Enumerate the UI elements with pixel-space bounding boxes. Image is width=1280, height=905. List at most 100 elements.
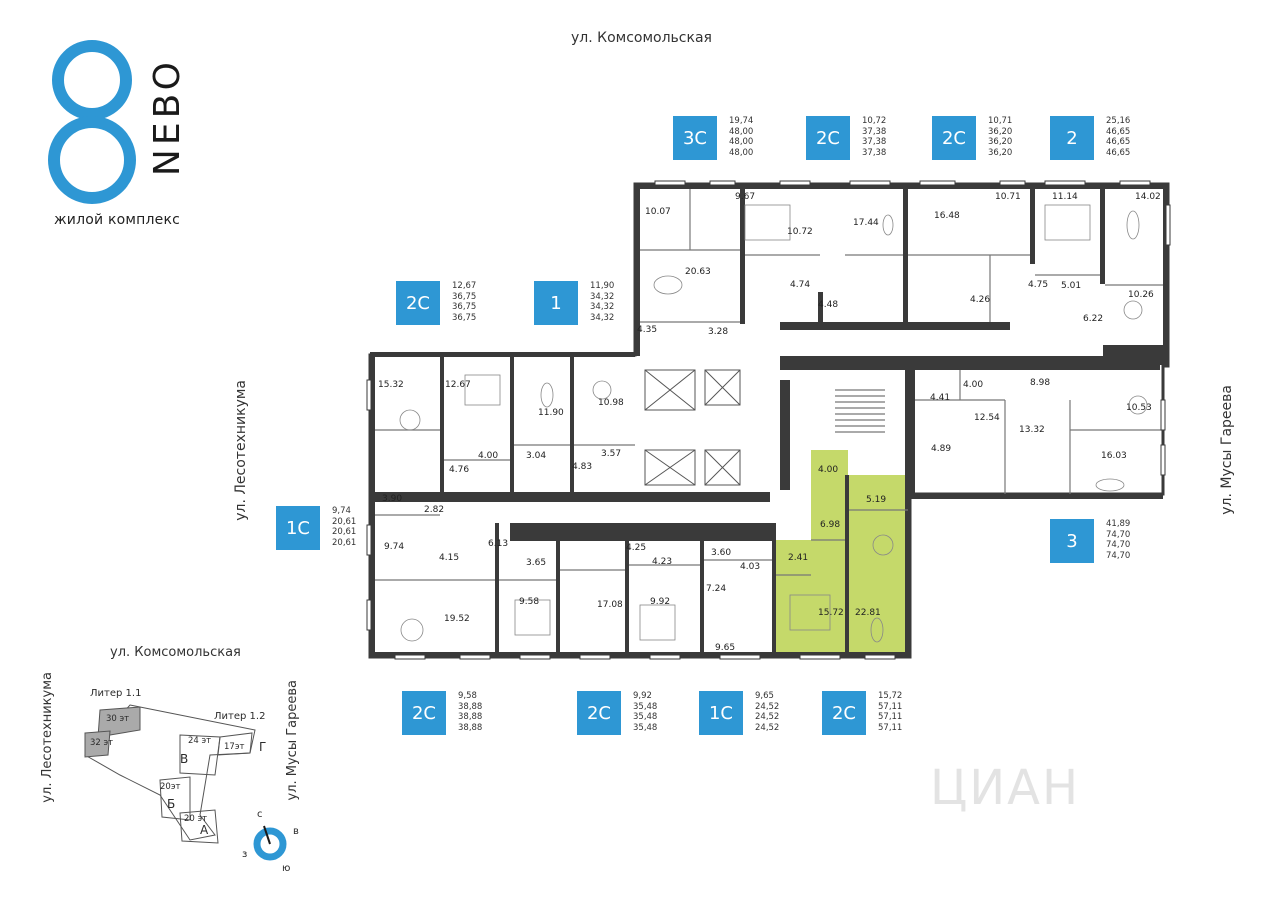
room-area-label: 9.65 xyxy=(715,643,736,653)
room-area-label: 15.32 xyxy=(378,380,404,390)
room-area-label: 4.00 xyxy=(818,465,839,475)
room-area-label: 17.08 xyxy=(597,600,623,610)
room-area-label: 12.54 xyxy=(974,413,1000,423)
apartment-badge[interactable]: 2С xyxy=(402,691,446,735)
sitemap-street-top: ул. Комсомольская xyxy=(110,645,241,660)
apartment-badge[interactable]: 2 xyxy=(1050,116,1094,160)
room-area-label: 11.90 xyxy=(538,408,564,418)
room-area-label: 6.22 xyxy=(1083,314,1104,324)
room-area-label: 3.57 xyxy=(601,449,622,459)
room-area-label: 2.82 xyxy=(424,505,445,515)
room-area-label: 4.35 xyxy=(637,325,658,335)
room-area-label: 4.75 xyxy=(1028,280,1049,290)
apartment-badge[interactable]: 3 xyxy=(1050,519,1094,563)
logo-eight-icon xyxy=(48,40,136,204)
floor-label: 30 эт xyxy=(106,714,130,724)
room-area-label: 17.44 xyxy=(853,218,879,228)
sitemap-street-right: ул. Мусы Гареева xyxy=(285,680,300,801)
room-area-label: 10.07 xyxy=(645,207,671,217)
litera-2-label: Литер 1.2 xyxy=(214,711,266,722)
section-label: В xyxy=(180,752,189,766)
room-area-label: 9.74 xyxy=(384,542,405,552)
floor-label: 24 эт xyxy=(188,736,212,746)
room-area-label: 13.32 xyxy=(1019,425,1045,435)
room-area-label: 4.03 xyxy=(740,562,761,572)
room-area-label: 4.25 xyxy=(626,543,647,553)
floor-label: 20эт xyxy=(160,782,181,792)
room-area-label: 16.48 xyxy=(934,211,960,221)
watermark: ЦИАН xyxy=(930,760,1081,816)
room-area-label: 16.03 xyxy=(1101,451,1127,461)
room-area-label: 11.14 xyxy=(1052,192,1078,202)
compass-w: з xyxy=(242,849,248,860)
room-area-label: 5.19 xyxy=(866,495,887,505)
sitemap-street-left: ул. Лесотехникума xyxy=(40,672,55,803)
apartment-badge[interactable]: 3С xyxy=(673,116,717,160)
room-area-label: 7.24 xyxy=(706,584,727,594)
compass-icon xyxy=(253,825,287,861)
apartment-badge[interactable]: 2С xyxy=(396,281,440,325)
room-area-label: 6.98 xyxy=(820,520,841,530)
floor-label: 20 эт xyxy=(184,814,208,824)
room-area-label: 3.60 xyxy=(711,548,732,558)
room-area-label: 4.48 xyxy=(818,300,839,310)
room-area-label: 4.15 xyxy=(439,553,460,563)
room-area-label: 19.52 xyxy=(444,614,470,624)
compass-e: в xyxy=(293,826,299,837)
apartment-badge[interactable]: 1С xyxy=(699,691,743,735)
compass-n: с xyxy=(257,809,263,820)
apartment-badge[interactable]: 2С xyxy=(806,116,850,160)
room-area-label: 4.74 xyxy=(790,280,811,290)
apartment-badge[interactable]: 2С xyxy=(822,691,866,735)
compass-s: ю xyxy=(282,863,291,874)
room-area-label: 4.76 xyxy=(449,465,470,475)
room-area-label: 4.26 xyxy=(970,295,991,305)
litera-1-label: Литер 1.1 xyxy=(90,688,142,699)
room-area-label: 2.41 xyxy=(788,553,809,563)
room-area-label: 4.41 xyxy=(930,393,951,403)
room-area-label: 3.90 xyxy=(382,494,403,504)
room-area-label: 12.67 xyxy=(445,380,471,390)
room-area-label: 8.98 xyxy=(1030,378,1051,388)
room-area-label: 9.92 xyxy=(650,597,671,607)
highlighted-apartment xyxy=(776,450,908,657)
street-top: ул. Комсомольская xyxy=(571,30,712,46)
room-area-label: 22.81 xyxy=(855,608,881,618)
floor-label: 32 эт xyxy=(90,738,114,748)
apartment-badge[interactable]: 2С xyxy=(932,116,976,160)
floor-label: 17эт xyxy=(224,742,245,752)
room-area-label: 20.63 xyxy=(685,267,711,277)
apartment-badge[interactable]: 1С xyxy=(276,506,320,550)
room-area-label: 14.02 xyxy=(1135,192,1161,202)
room-area-label: 4.23 xyxy=(652,557,673,567)
room-area-label: 6.13 xyxy=(488,539,509,549)
room-area-label: 3.28 xyxy=(708,327,729,337)
apartment-badge[interactable]: 2С xyxy=(577,691,621,735)
section-label: Г xyxy=(259,740,267,754)
room-area-label: 4.83 xyxy=(572,462,593,472)
section-label: Б xyxy=(167,797,176,811)
room-area-label: 10.53 xyxy=(1126,403,1152,413)
room-area-label: 10.71 xyxy=(995,192,1021,202)
apartment-badge[interactable]: 1 xyxy=(534,281,578,325)
room-area-label: 5.01 xyxy=(1061,281,1082,291)
tagline: жилой комплекс xyxy=(54,212,181,228)
room-area-label: 10.98 xyxy=(598,398,624,408)
room-area-label: 4.00 xyxy=(478,451,499,461)
room-area-label: 9.58 xyxy=(519,597,540,607)
room-area-label: 10.26 xyxy=(1128,290,1154,300)
room-area-label: 4.89 xyxy=(931,444,952,454)
room-area-label: 9.67 xyxy=(735,192,756,202)
